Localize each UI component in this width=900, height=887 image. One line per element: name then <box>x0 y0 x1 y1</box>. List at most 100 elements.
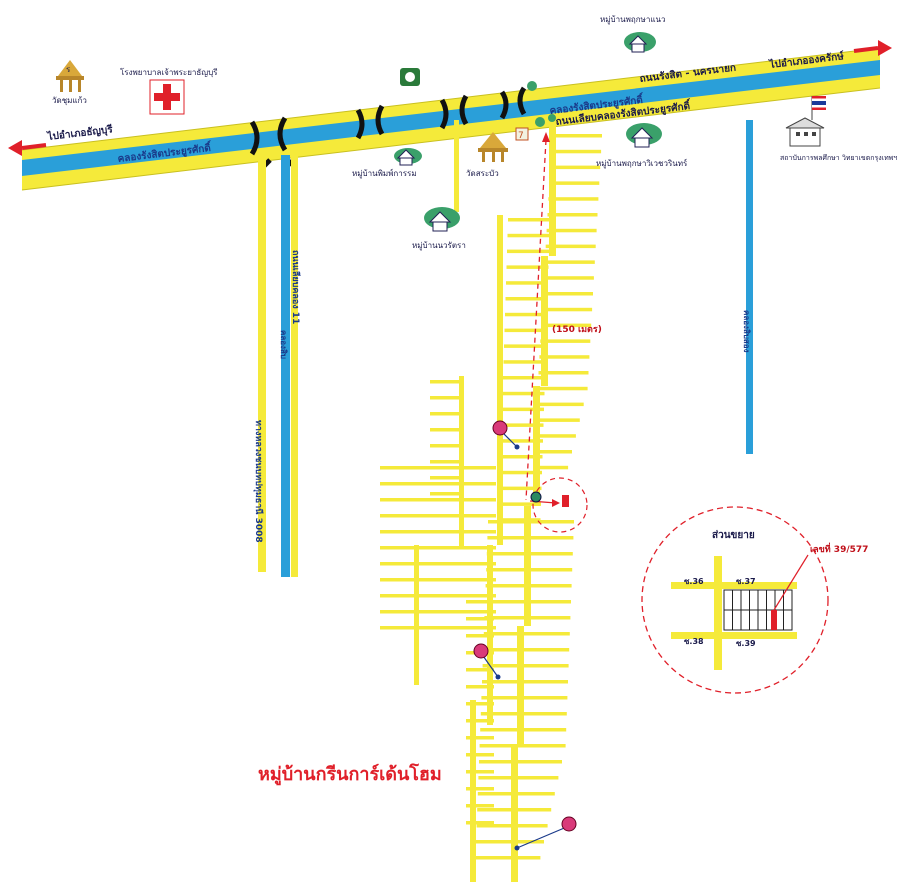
side-street <box>507 233 550 238</box>
side-street <box>488 520 574 524</box>
side-street <box>504 344 546 348</box>
side-street <box>477 792 555 796</box>
main-canal <box>22 60 880 176</box>
label-hospital: โรงพยาบาลเจ้าพระยาธัญบุรี <box>120 67 218 77</box>
side-street <box>466 668 494 672</box>
village-icon <box>626 123 662 148</box>
side-street <box>552 134 602 138</box>
label-village-south-1: หมู่บ้านพิมพ์การรม <box>352 168 417 179</box>
side-street <box>478 776 559 780</box>
side-street <box>486 552 573 556</box>
side-street <box>539 355 590 359</box>
side-street <box>501 423 544 427</box>
village-street-grid <box>380 126 602 882</box>
side-street <box>486 568 573 572</box>
label-distance: (150 เมตร) <box>552 325 602 335</box>
side-street <box>380 546 496 550</box>
side-street <box>380 530 496 534</box>
side-street <box>485 584 572 588</box>
marker-1 <box>492 420 520 450</box>
label-road-c: คลองสิบ <box>279 330 288 359</box>
side-street <box>544 260 595 264</box>
side-street <box>541 323 592 328</box>
side-street <box>482 664 569 668</box>
side-street <box>466 634 494 638</box>
side-street <box>380 610 496 614</box>
village-icon <box>624 32 656 53</box>
label-zoom-lot: เลขที่ 39/577 <box>810 542 868 555</box>
side-street <box>479 744 566 748</box>
side-street <box>475 856 541 860</box>
side-street <box>477 808 552 812</box>
label-road-a: ทางหลวงชนบทปทุมธานี 3008 <box>253 420 264 543</box>
hospital-icon <box>149 79 185 115</box>
side-street <box>505 312 547 317</box>
side-street <box>502 391 545 396</box>
label-soi-38: ซ.38 <box>684 637 704 646</box>
side-street <box>380 466 496 470</box>
side-street <box>545 244 596 249</box>
label-soi-36: ซ.36 <box>684 577 704 586</box>
side-street <box>466 736 494 740</box>
school-icon <box>785 117 825 147</box>
label-soi-39: ซ.39 <box>736 639 756 648</box>
lot-marker-icon <box>562 495 569 507</box>
label-village-south-2: หมู่บ้านนวรัตรา <box>412 241 466 251</box>
pin-cluster-icon: 7 <box>515 81 556 141</box>
side-street <box>380 562 496 566</box>
side-street <box>466 719 494 723</box>
label-zoom-title: ส่วนขยาย <box>712 529 755 541</box>
side-street <box>543 292 593 296</box>
side-street <box>507 249 549 254</box>
grid-spine <box>549 126 556 256</box>
side-street <box>466 685 494 689</box>
side-street <box>483 632 570 636</box>
label-road-d: คลองสิบสอง <box>742 310 751 353</box>
grid-spine <box>511 746 518 882</box>
side-street <box>380 498 496 502</box>
road-right <box>746 120 753 454</box>
left-arrow-icon <box>8 140 47 156</box>
marker-2 <box>473 643 501 680</box>
side-street <box>504 328 547 333</box>
label-soi-37: ซ.37 <box>736 577 756 586</box>
side-street <box>500 470 542 475</box>
side-street <box>380 594 496 598</box>
vertical-roads <box>258 120 753 577</box>
temple-icon <box>56 60 84 92</box>
label-temple-left: วัดชุมแก้ว <box>52 96 87 105</box>
side-street <box>380 578 496 582</box>
side-street <box>547 213 598 217</box>
grid-spine <box>414 545 419 685</box>
side-street <box>485 600 571 604</box>
side-street <box>430 492 464 496</box>
side-street <box>480 712 567 716</box>
side-street <box>499 486 542 491</box>
side-street <box>480 728 567 732</box>
side-street <box>483 648 570 652</box>
side-street <box>466 821 494 825</box>
label-village-north: หมู่บ้านพฤกษาแนว <box>600 15 665 25</box>
side-street <box>537 386 588 391</box>
side-street <box>536 402 584 407</box>
grid-spine <box>470 700 476 882</box>
side-street <box>549 181 600 185</box>
target-circle <box>532 477 588 533</box>
main-road-group <box>21 47 881 191</box>
svg-text:7: 7 <box>518 131 524 141</box>
side-street <box>548 197 599 201</box>
side-street <box>466 702 494 706</box>
side-street <box>380 482 496 486</box>
side-street <box>380 626 496 630</box>
side-street <box>481 696 568 700</box>
side-street <box>466 787 494 791</box>
location-pin-icon <box>530 491 542 503</box>
grid-spine <box>517 626 524 746</box>
side-street <box>482 680 568 684</box>
side-street <box>540 339 591 343</box>
side-street <box>430 380 464 384</box>
grid-spine <box>524 506 531 626</box>
village-icon <box>394 148 422 166</box>
side-street <box>466 600 494 604</box>
grid-spine <box>533 386 540 506</box>
